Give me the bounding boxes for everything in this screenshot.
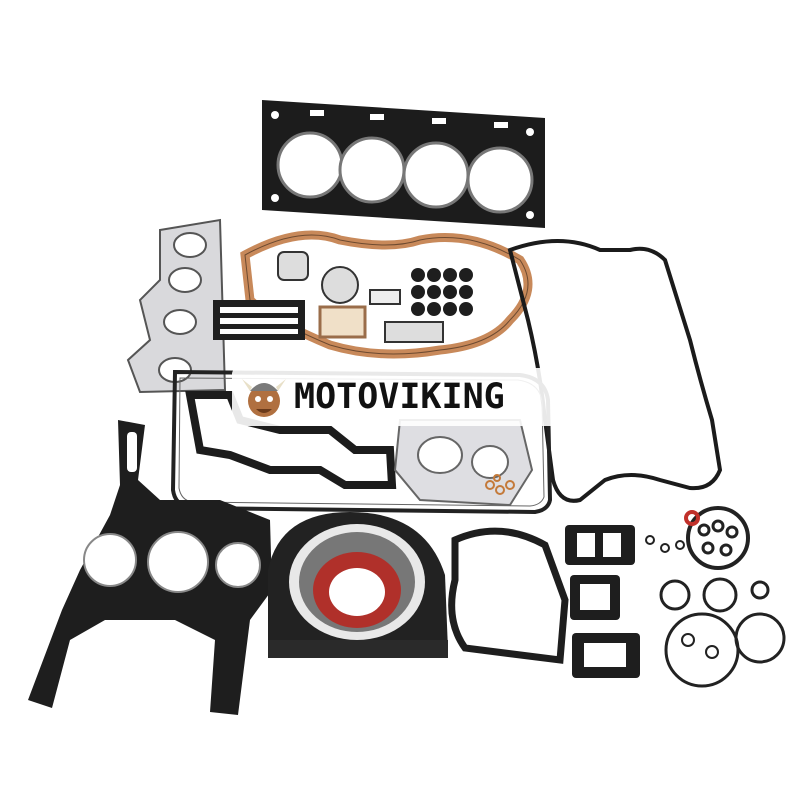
valve-stem-seals (411, 268, 473, 316)
brand-watermark-text: MOTOVIKING (294, 377, 505, 417)
o-ring-set (645, 506, 786, 688)
watermark-badge: MOTOVIKING (232, 368, 572, 426)
small-gaskets-top (277, 251, 444, 343)
water-pump-gasket (393, 419, 534, 507)
flywheel-housing-gasket (448, 527, 569, 664)
copper-washers (485, 474, 515, 495)
rear-crank-seal (268, 512, 448, 658)
cylinder-head-gasket (262, 100, 545, 228)
front-cover-gasket (28, 420, 272, 715)
injector-frame-gasket (213, 300, 305, 340)
timing-cover-gasket (240, 230, 533, 359)
manifold-gasket (126, 218, 227, 394)
viking-mascot-icon (242, 379, 286, 417)
square-gaskets (565, 525, 640, 678)
